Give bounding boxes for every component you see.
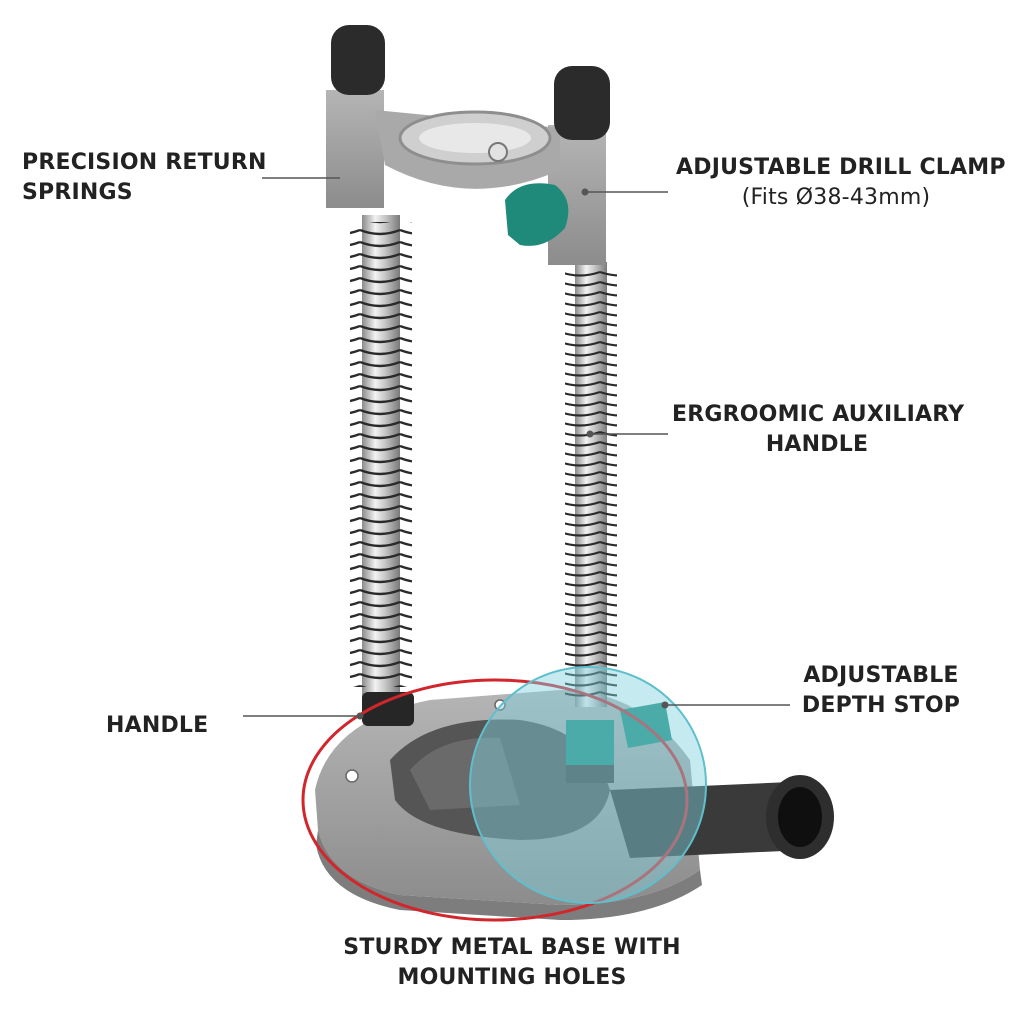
depth-stop-highlight [469,666,707,904]
callout-clamp-line2: (Fits Ø38-43mm) [741,185,931,210]
callout-depth-stop-line2: DEPTH STOP [801,693,961,718]
callout-handle: HANDLE [106,711,208,741]
handle-collar [362,692,414,726]
callout-depth-stop-line1: ADJUSTABLE [803,663,959,688]
right-return-spring [565,268,617,698]
base-highlight-ring [301,678,689,922]
callout-aux-handle-line2: HANDLE [765,432,869,457]
callout-springs: PRECISION RETURN SPRINGS [22,148,267,208]
clamp-knob-icon [505,183,569,246]
callout-depth-stop: ADJUSTABLE DEPTH STOP [796,661,966,721]
callout-base-line2: MOUNTING HOLES [397,965,627,990]
rod-caps [331,25,610,140]
right-cap-icon [554,66,610,140]
callout-aux-handle-line1: ERGROOMIC AUXILIARY [672,402,965,427]
callout-base-line1: STURDY METAL BASE WITH [343,935,681,960]
callout-clamp: ADJUSTABLE DRILL CLAMP (Fits Ø38-43mm) [676,153,1006,213]
mounting-hole-icon [345,769,359,783]
guide-rods [350,215,617,710]
screw-icon [488,142,508,162]
left-cap-icon [331,25,385,95]
callout-springs-line1: PRECISION RETURN [22,150,267,175]
drill-clamp-frame [326,90,606,265]
callout-lines [243,177,790,717]
callout-aux-handle: ERGROOMIC AUXILIARY HANDLE [672,400,965,460]
callout-clamp-line1: ADJUSTABLE DRILL CLAMP [676,155,1006,180]
auxiliary-handle [610,775,834,859]
left-return-spring [350,222,412,687]
callout-springs-line2: SPRINGS [22,180,133,205]
callout-handle-line1: HANDLE [106,713,209,738]
callout-base: STURDY METAL BASE WITH MOUNTING HOLES [340,933,684,993]
